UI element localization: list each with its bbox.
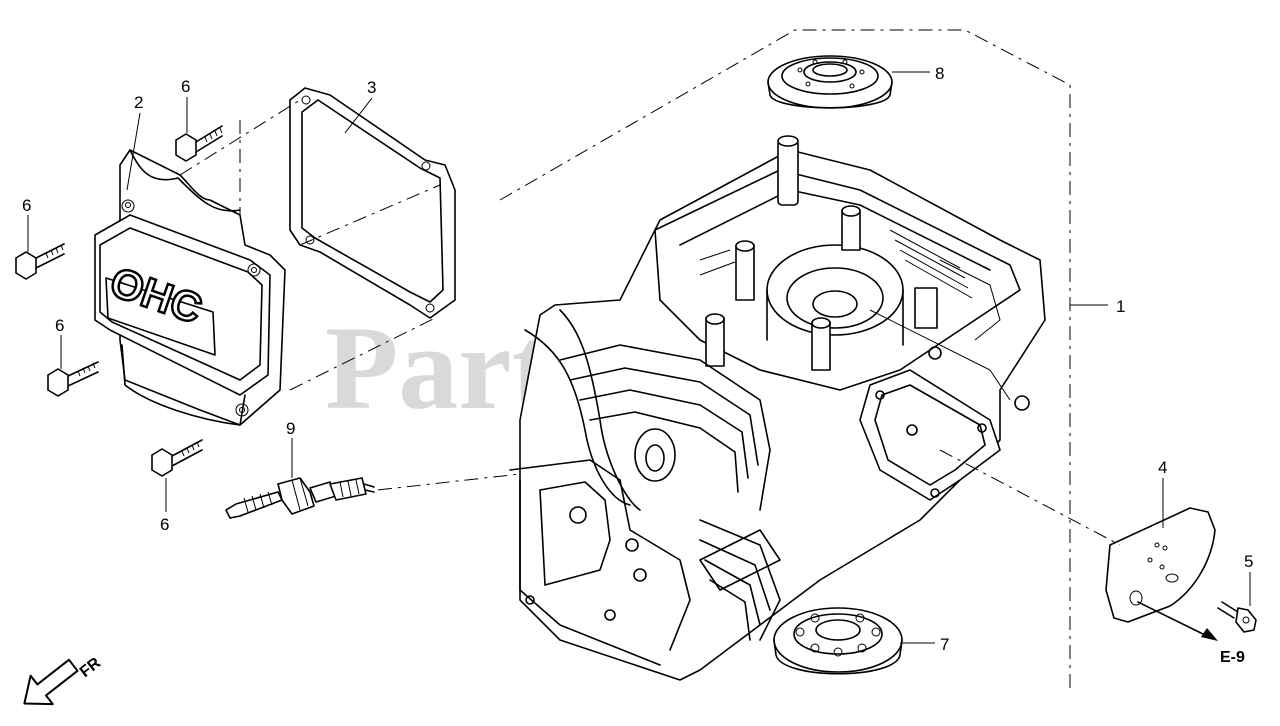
ref-line-breather	[939, 449, 1121, 546]
reference-label-e9: E-9	[1220, 649, 1245, 666]
bearing-7[interactable]	[773, 607, 903, 675]
callout-6-mid-left: 6	[55, 316, 64, 335]
leader-2	[126, 112, 141, 191]
crankcase-block[interactable]	[509, 135, 1046, 681]
ref-line-spark-plug	[377, 473, 521, 491]
callout-1: 1	[1116, 297, 1125, 316]
callout-6-upper-left: 6	[22, 196, 31, 215]
bolt-6-bottom[interactable]	[151, 439, 203, 477]
ref-line-cover-a	[179, 99, 301, 176]
ref-arrow-e9	[1137, 601, 1218, 641]
callout-2: 2	[134, 93, 143, 112]
bolt-5[interactable]	[1217, 601, 1257, 633]
leader-3	[344, 97, 373, 134]
breather-plate-4[interactable]	[1105, 507, 1216, 623]
callout-4: 4	[1158, 458, 1167, 477]
callout-9: 9	[286, 419, 295, 438]
callout-6-top: 6	[181, 77, 190, 96]
callout-3: 3	[367, 78, 376, 97]
bolt-6-mid-left[interactable]	[47, 361, 99, 397]
bolt-6-top[interactable]	[175, 125, 223, 162]
oil-seal-8[interactable]	[767, 55, 893, 109]
valve-cover-2[interactable]: OHC	[94, 149, 286, 426]
ref-line-cover-c	[289, 317, 436, 391]
callout-8: 8	[935, 64, 944, 83]
direction-label-fr: FR	[77, 654, 105, 681]
spark-plug-9[interactable]	[225, 477, 375, 519]
callout-5: 5	[1244, 552, 1253, 571]
callout-6-bottom: 6	[160, 515, 169, 534]
bolt-6-upper-left[interactable]	[15, 243, 65, 280]
ref-line-cover-b	[299, 184, 441, 246]
front-direction-arrow	[23, 658, 79, 706]
gasket-3[interactable]	[289, 87, 456, 319]
callout-7: 7	[940, 635, 949, 654]
